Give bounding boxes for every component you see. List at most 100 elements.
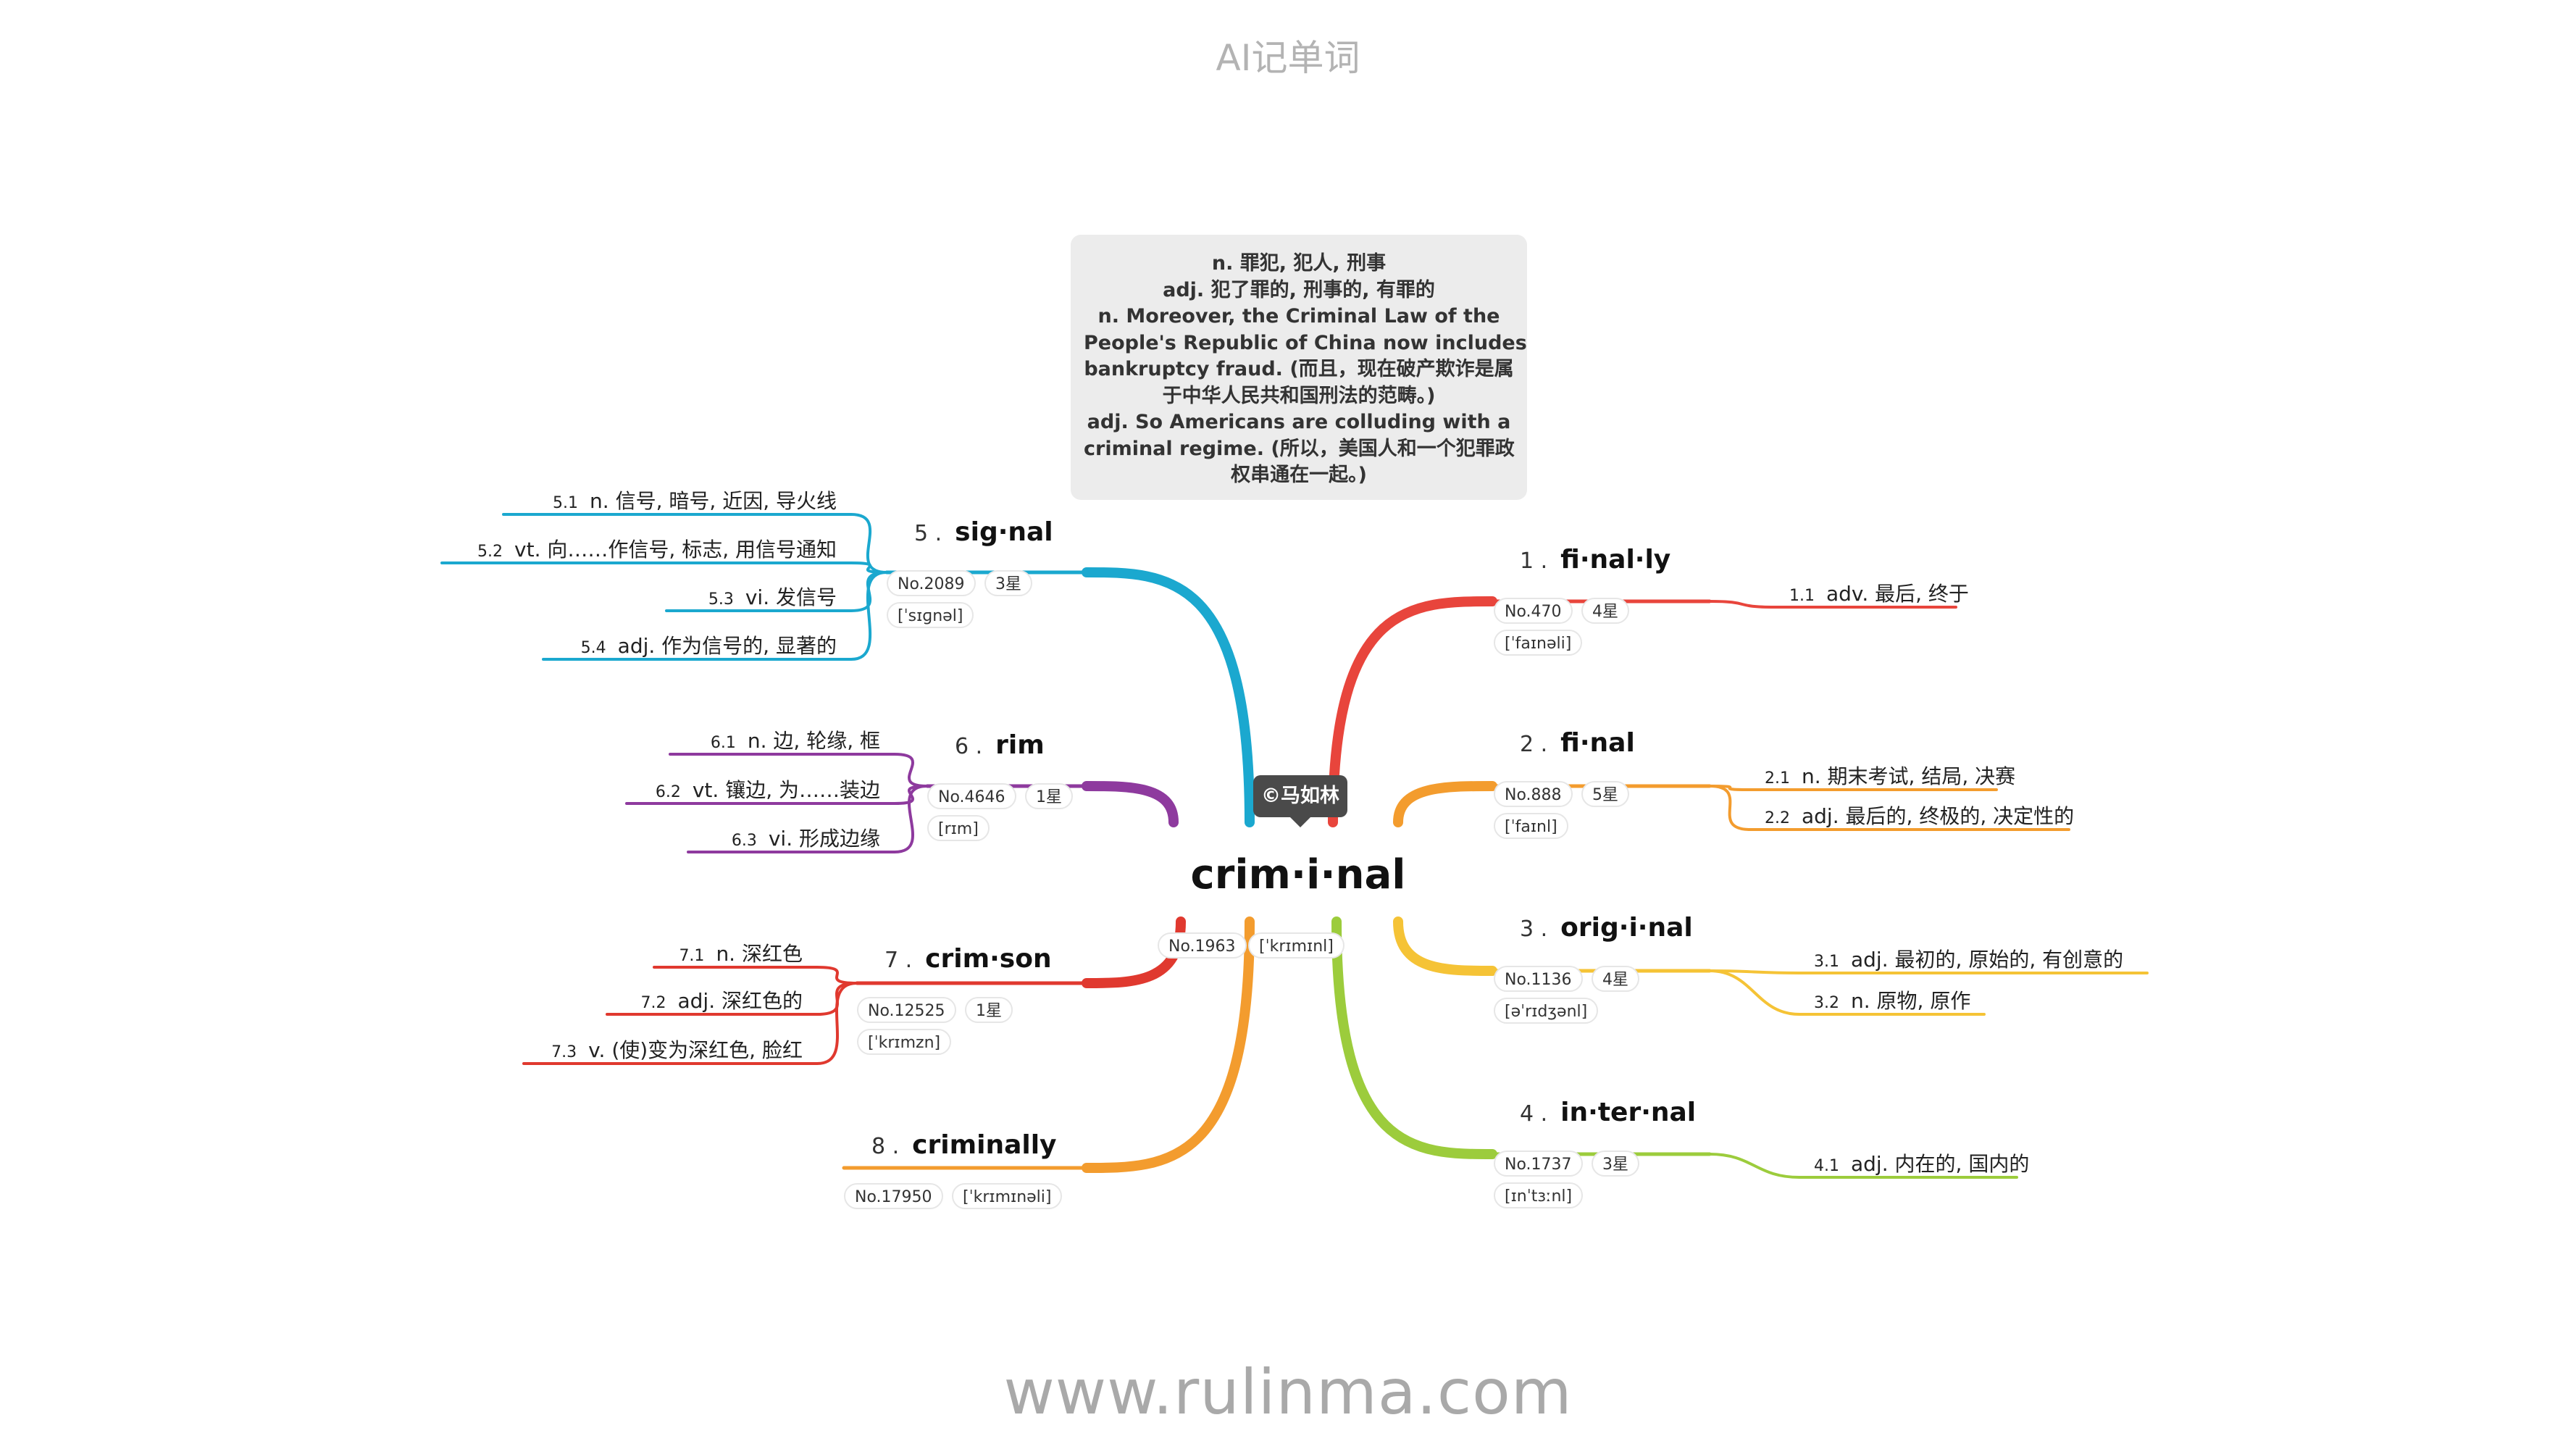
rank-pill: No.17950 <box>844 1183 943 1209</box>
sense-connector <box>1708 785 2070 831</box>
phonetic-pill: [ˈfaɪnəli] <box>1494 630 1583 656</box>
sense-number: 7.1 <box>679 947 705 965</box>
sense-text: n. 期末考试, 结局, 决赛 <box>1802 764 2016 788</box>
copyright-badge: ©马如林 <box>1253 775 1347 817</box>
branch-number: 2 . <box>1520 732 1548 757</box>
branch-number: 7 . <box>885 948 913 973</box>
sense-connector <box>522 982 858 1065</box>
sense-item: 3.1 adj. 最初的, 原始的, 有创意的 <box>1814 944 2123 973</box>
branch-trunk <box>1082 781 1179 827</box>
branch-word-text: fi·nal <box>1560 728 1635 758</box>
sense-connector <box>1708 1153 2018 1179</box>
branch-trunk <box>1393 781 1497 827</box>
sense-text: n. 信号, 暗号, 近因, 导火线 <box>590 489 837 513</box>
branch-trunk <box>1331 916 1497 1159</box>
sense-number: 7.3 <box>551 1043 577 1061</box>
center-phonetic-pill: [ˈkrɪmɪnl] <box>1248 932 1345 959</box>
sense-connector <box>1708 969 2149 974</box>
rank-pill: No.1737 <box>1494 1151 1583 1177</box>
note-line: People's Republic of China now includes <box>1084 331 1527 354</box>
sense-text: n. 边, 轮缘, 框 <box>747 729 880 753</box>
branch-number: 4 . <box>1520 1101 1548 1127</box>
stars-pill: 1星 <box>1025 783 1073 809</box>
sense-number: 5.1 <box>553 494 579 512</box>
sense-connector <box>1708 600 1957 609</box>
sense-item: 7.3 v. (使)变为深红色, 脸红 <box>551 1035 803 1064</box>
branch-number: 6 . <box>955 734 983 759</box>
sense-text: vi. 发信号 <box>745 585 837 609</box>
sense-item: 5.1 n. 信号, 暗号, 近因, 导火线 <box>553 485 837 514</box>
branch-word[interactable]: 3 .orig·i·nal <box>1520 913 1693 943</box>
rank-pill: No.12525 <box>857 997 956 1023</box>
phonetic-pill: [ɪnˈtɜːnl] <box>1494 1182 1584 1208</box>
sense-item: 7.1 n. 深红色 <box>679 938 803 967</box>
branch-number: 1 . <box>1520 548 1548 574</box>
sense-number: 5.3 <box>708 590 734 609</box>
sense-text: n. 深红色 <box>716 942 803 966</box>
branch-word[interactable]: 1 . fi·nal·ly <box>1520 545 1670 575</box>
definition-note: n. 罪犯, 犯人, 刑事 adj. 犯了罪的, 刑事的, 有罪的 n. Mor… <box>1071 235 1527 500</box>
sense-connector <box>1708 785 1998 791</box>
branch-number: 3 . <box>1520 916 1548 942</box>
sense-connector <box>502 513 888 574</box>
sense-connector <box>542 571 888 661</box>
badge-pointer <box>1289 817 1311 827</box>
branch-word[interactable]: 8 .criminally <box>871 1130 1057 1160</box>
center-rank-pill: No.1963 <box>1158 932 1247 959</box>
sense-connector <box>1708 969 1986 1016</box>
sense-text: vi. 形成边缘 <box>768 827 880 851</box>
sense-number: 5.4 <box>580 639 606 657</box>
branch-trunk <box>1082 567 1255 827</box>
branch-word[interactable]: 5 . sig·nal <box>914 517 1053 547</box>
branch-trunk <box>1082 916 1255 1173</box>
sense-number: 5.2 <box>477 543 503 561</box>
site-title: AI记单词 <box>1216 37 1360 79</box>
sense-text: adj. 最后的, 终极的, 决定性的 <box>1802 804 2075 828</box>
branch-word-text: rim <box>995 730 1045 760</box>
note-line: 于中华人民共和国刑法的范畴。) <box>1162 384 1436 407</box>
sense-connector <box>669 753 929 788</box>
note-line: adj. So Americans are colluding with a <box>1087 411 1511 433</box>
branch-word-text: fi·nal·ly <box>1560 545 1671 575</box>
center-word[interactable]: crim·i·nal <box>1190 851 1406 898</box>
sense-number: 6.2 <box>655 783 681 801</box>
branch-word[interactable]: 6 . rim <box>955 730 1045 760</box>
note-line: n. 罪犯, 犯人, 刑事 <box>1211 252 1387 275</box>
sense-item: 5.3 vi. 发信号 <box>708 582 837 611</box>
sense-text: n. 原物, 原作 <box>1851 989 1971 1013</box>
stars-pill: 4星 <box>1581 598 1629 624</box>
sense-number: 3.1 <box>1814 953 1839 971</box>
stars-pill: 5星 <box>1581 781 1629 807</box>
branch-number: 5 . <box>914 521 942 546</box>
sense-text: vt. 向……作信号, 标志, 用信号通知 <box>514 538 837 561</box>
sense-number: 2.1 <box>1765 769 1790 788</box>
stars-pill: 3星 <box>984 570 1032 596</box>
phonetic-pill: [ˈsɪɡnəl] <box>887 602 974 628</box>
sense-text: vt. 镶边, 为……装边 <box>692 778 880 802</box>
sense-text: v. (使)变为深红色, 脸红 <box>588 1038 803 1062</box>
site-url: www.rulinma.com <box>1003 1356 1573 1429</box>
branch-word-text: in·ter·nal <box>1560 1098 1697 1127</box>
phonetic-pill: [rɪm] <box>927 815 990 841</box>
note-line: bankruptcy fraud. (而且，现在破产欺诈是属 <box>1084 358 1514 380</box>
rank-pill: No.470 <box>1494 598 1573 624</box>
sense-number: 3.2 <box>1814 994 1839 1012</box>
phonetic-pill: [ˈkrɪmzn] <box>857 1029 952 1055</box>
branch-number: 8 . <box>871 1134 900 1159</box>
branch-word-text: sig·nal <box>955 517 1053 547</box>
stars-pill: 4星 <box>1592 966 1639 992</box>
phonetic-pill: [əˈrɪdʒənl] <box>1494 998 1599 1024</box>
branch-word[interactable]: 2 . fi·nal <box>1520 728 1635 758</box>
branch-trunk <box>1328 596 1497 827</box>
stars-pill: 1星 <box>965 997 1013 1023</box>
branch-word[interactable]: 4 . in·ter·nal <box>1520 1098 1696 1127</box>
rank-pill: No.4646 <box>927 783 1016 809</box>
branch-word[interactable]: 7 .crim·son <box>885 944 1052 974</box>
note-line: criminal regime. (所以，美国人和一个犯罪政 <box>1084 437 1515 460</box>
sense-text: adj. 最初的, 原始的, 有创意的 <box>1851 948 2124 972</box>
